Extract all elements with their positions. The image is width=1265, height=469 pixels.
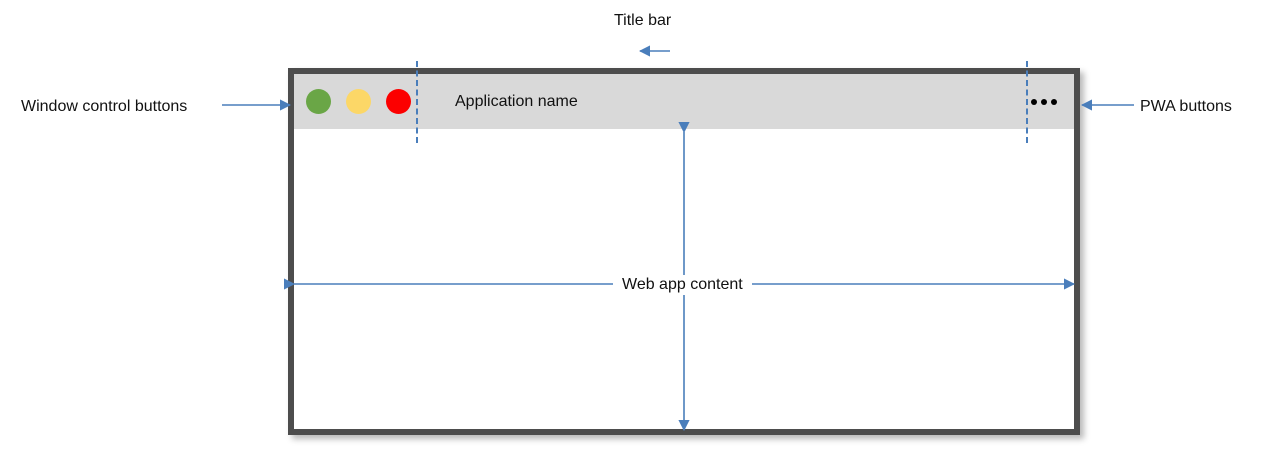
minimize-button[interactable] [306, 89, 331, 114]
annotation-label-title-bar: Title bar [614, 12, 672, 29]
close-button[interactable] [386, 89, 411, 114]
maximize-button[interactable] [346, 89, 371, 114]
ellipsis-dot [1031, 98, 1037, 105]
annotation-label-web-app-content: Web app content [613, 275, 752, 295]
application-window: Application name [288, 68, 1080, 435]
annotation-label-pwa-buttons: PWA buttons [1140, 98, 1232, 115]
ellipsis-dot [1041, 98, 1047, 105]
title-bar: Application name [294, 74, 1074, 129]
ellipsis-dot [1051, 98, 1057, 105]
annotation-label-window-controls: Window control buttons [21, 98, 188, 115]
guide-line-pwa-buttons [1026, 61, 1028, 143]
window-control-buttons[interactable] [306, 89, 411, 114]
guide-line-window-controls [416, 61, 418, 143]
ellipsis-icon[interactable] [1031, 98, 1057, 105]
application-name-label: Application name [455, 92, 578, 110]
